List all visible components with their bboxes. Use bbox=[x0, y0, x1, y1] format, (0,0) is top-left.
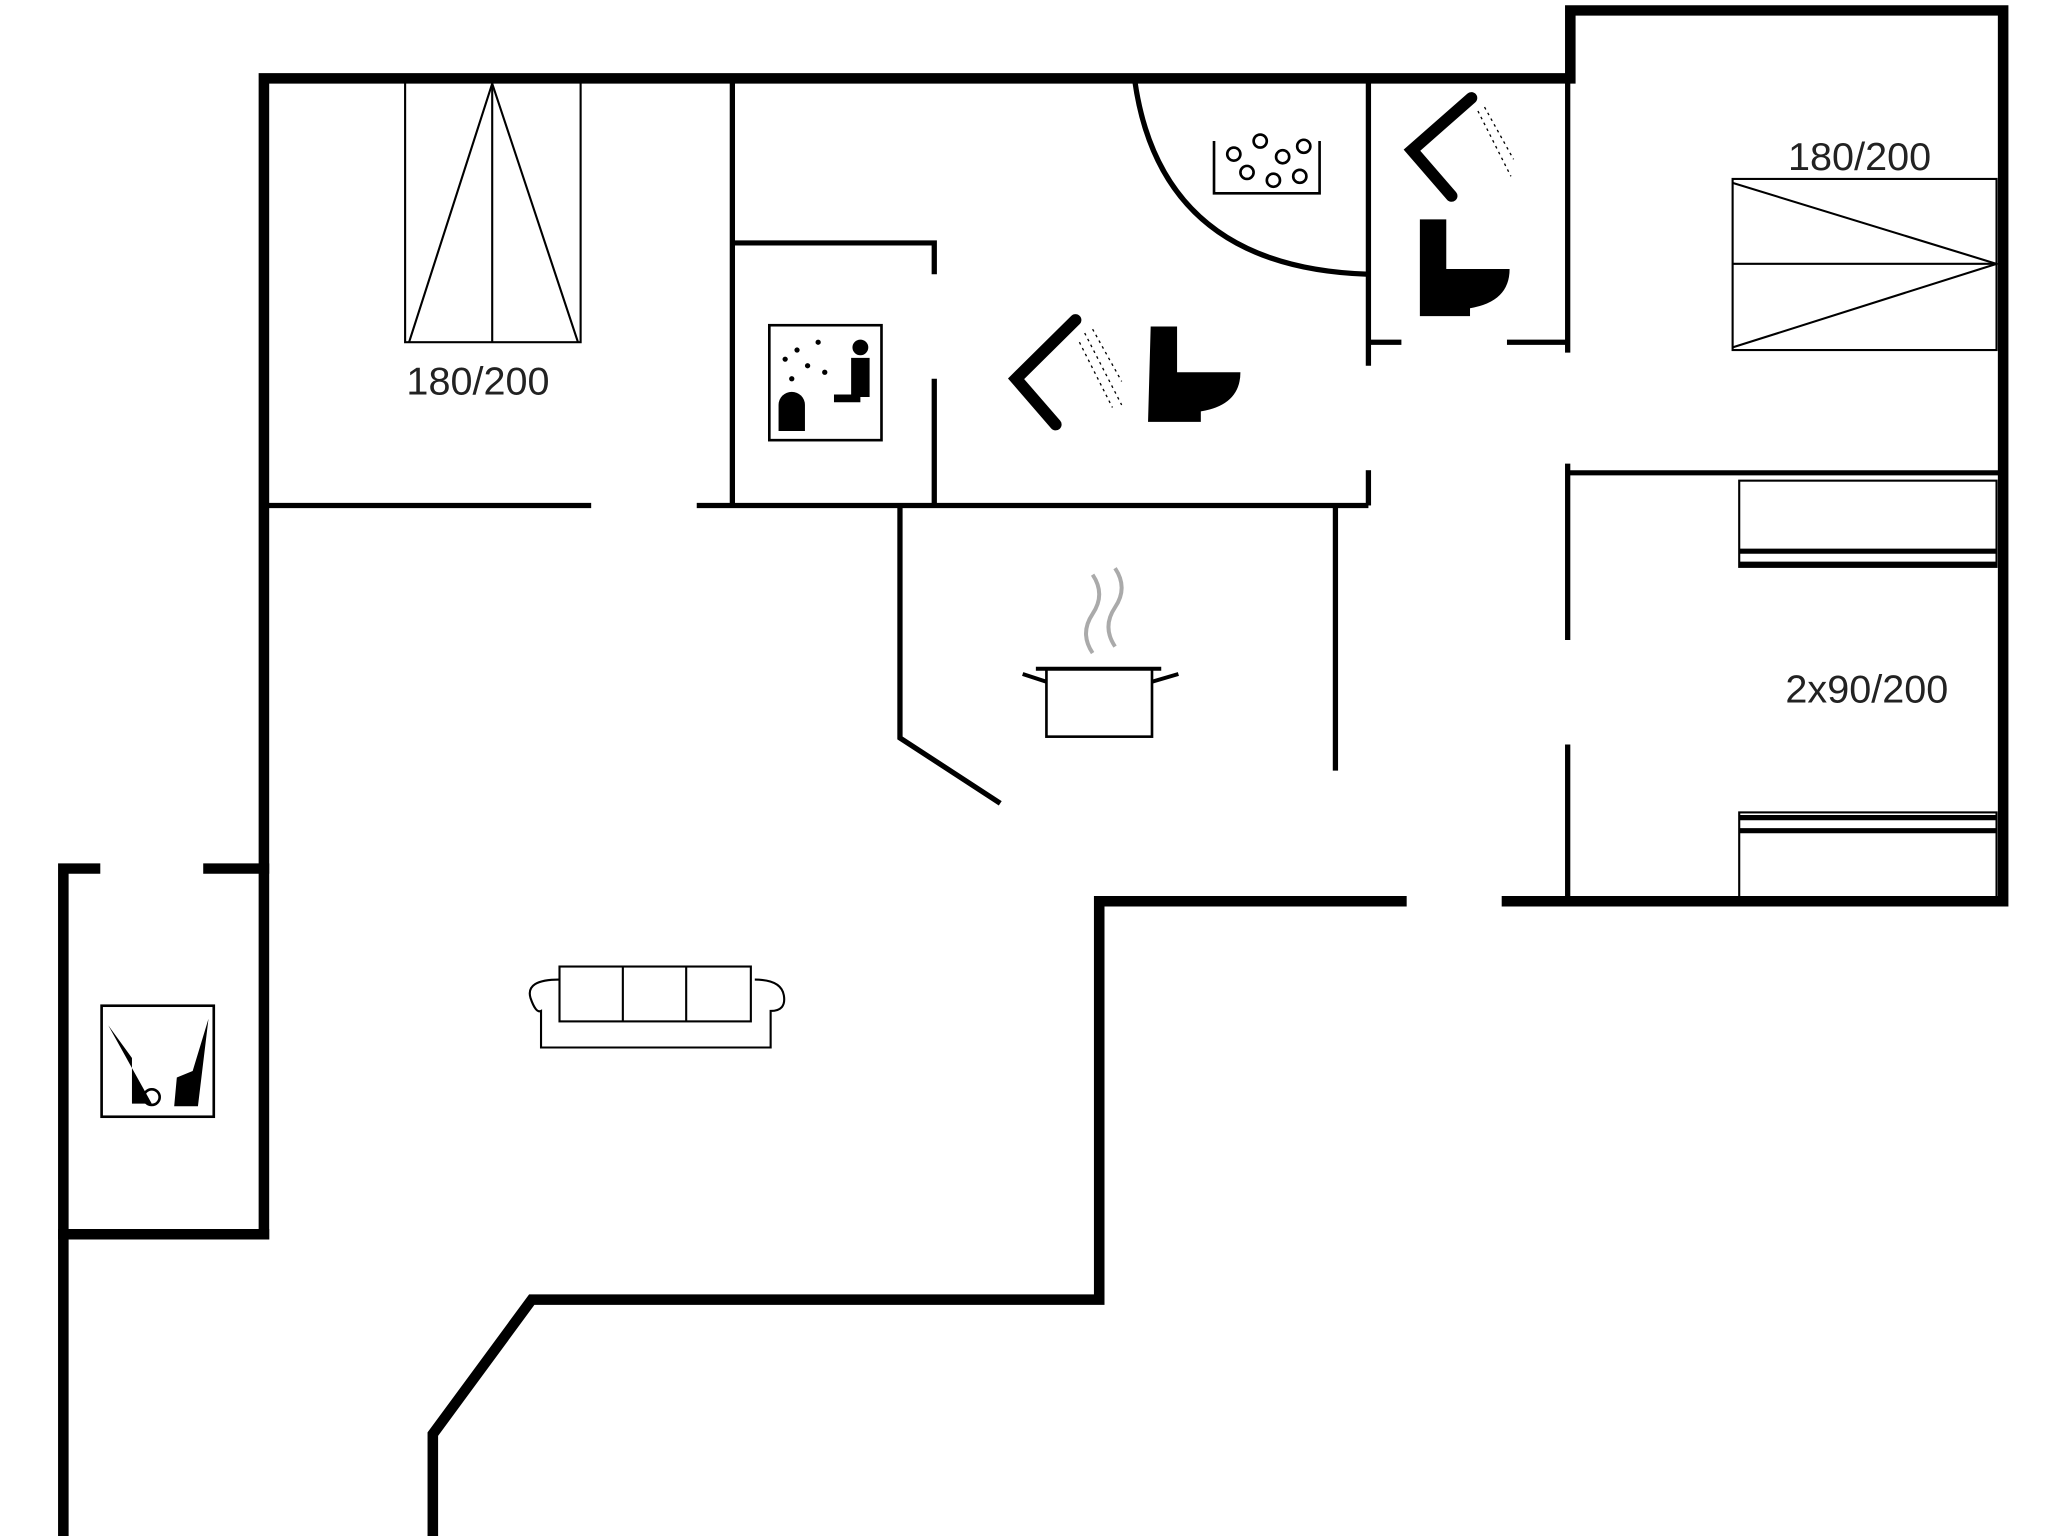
interior-walls bbox=[263, 78, 2004, 902]
sauna-icon bbox=[768, 323, 883, 442]
outer-walls bbox=[58, 5, 2009, 1536]
shower-icon-2 bbox=[1403, 92, 1515, 202]
bed-right bbox=[1731, 177, 2001, 352]
toilet-icon bbox=[1148, 326, 1241, 422]
bed-right-label: 180/200 bbox=[1788, 135, 1931, 179]
kitchen-pot-icon bbox=[1022, 567, 1179, 738]
toilet-icon-2 bbox=[1419, 219, 1510, 317]
utility-icon bbox=[100, 1004, 216, 1119]
bed-left-label: 180/200 bbox=[406, 360, 549, 404]
bunk-beds bbox=[1738, 479, 1998, 903]
whirlpool-icon bbox=[1212, 133, 1321, 195]
bunk-room-label: 2x90/200 bbox=[1785, 668, 1948, 712]
sofa-icon bbox=[528, 965, 786, 1049]
bed-left bbox=[404, 79, 582, 344]
shower-icon bbox=[1007, 314, 1123, 431]
